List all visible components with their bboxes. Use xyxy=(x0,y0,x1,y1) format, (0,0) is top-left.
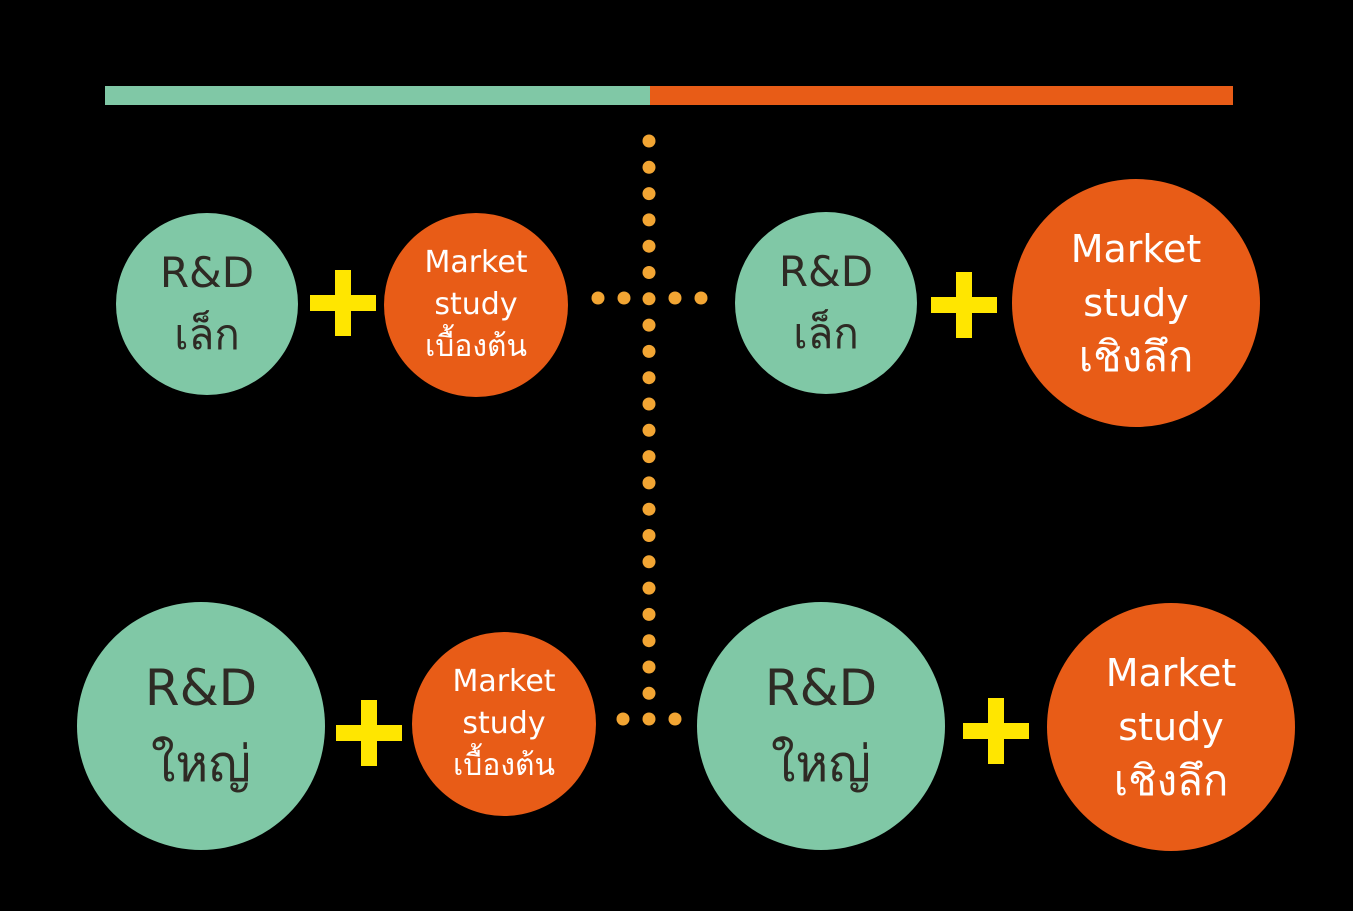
market-label: Market xyxy=(1070,227,1202,271)
rd-small-circle: R&D เล็ก xyxy=(116,213,298,395)
rd-large-circle: R&D ใหญ่ xyxy=(697,602,945,850)
study-label: study xyxy=(434,287,518,322)
market-study-basic-circle: Market study เบื้องต้น xyxy=(384,213,568,397)
divider-dot xyxy=(642,213,656,227)
divider-dot xyxy=(642,634,656,648)
top-bar-orange-segment xyxy=(650,86,1233,105)
rd-size-label: เล็ก xyxy=(174,310,240,359)
divider-dot xyxy=(642,712,656,726)
divider-dot xyxy=(642,239,656,253)
divider-dot xyxy=(642,397,656,411)
divider-dot xyxy=(668,291,682,305)
market-study-deep-circle: Market study เชิงลึก xyxy=(1012,179,1260,427)
depth-label: เชิงลึก xyxy=(1113,756,1229,805)
market-label: Market xyxy=(452,664,556,699)
divider-dot xyxy=(642,555,656,569)
divider-dot xyxy=(642,502,656,516)
divider-dot xyxy=(642,134,656,148)
rd-label: R&D xyxy=(778,247,874,296)
plus-icon xyxy=(931,272,997,338)
plus-icon xyxy=(336,700,402,766)
divider-dot xyxy=(616,712,630,726)
top-bar-teal-segment xyxy=(105,86,650,105)
divider-dot xyxy=(642,607,656,621)
divider-dot xyxy=(642,686,656,700)
divider-dot xyxy=(642,476,656,490)
divider-dot xyxy=(642,292,656,306)
study-label: study xyxy=(1118,705,1224,749)
divider-dot xyxy=(642,423,656,437)
divider-dot xyxy=(642,529,656,542)
divider-dot xyxy=(642,160,656,174)
plus-icon xyxy=(310,270,376,336)
rd-label: R&D xyxy=(764,659,878,717)
market-label: Market xyxy=(424,245,528,280)
market-label: Market xyxy=(1105,651,1237,695)
divider-dot xyxy=(642,660,656,674)
rd-large-circle: R&D ใหญ่ xyxy=(77,602,325,850)
divider-dot xyxy=(642,344,656,358)
divider-dot xyxy=(642,266,656,279)
rd-label: R&D xyxy=(144,659,258,717)
depth-label: เบื้องต้น xyxy=(453,748,555,783)
depth-label: เบื้องต้น xyxy=(425,329,527,364)
depth-label: เชิงลึก xyxy=(1078,332,1194,381)
divider-dot xyxy=(642,187,656,201)
divider-dot xyxy=(591,291,605,305)
divider-dot xyxy=(617,291,631,305)
divider-dot xyxy=(668,712,682,726)
market-study-basic-circle: Market study เบื้องต้น xyxy=(412,632,596,816)
rd-size-label: ใหญ่ xyxy=(771,735,871,793)
plus-icon xyxy=(963,698,1029,764)
market-study-deep-circle: Market study เชิงลึก xyxy=(1047,603,1295,851)
divider-dot xyxy=(642,450,656,464)
rd-label: R&D xyxy=(159,248,255,297)
divider-dot xyxy=(694,291,708,305)
divider-dot xyxy=(642,371,656,385)
rd-size-label: เล็ก xyxy=(793,309,859,358)
rd-small-circle: R&D เล็ก xyxy=(735,212,917,394)
divider-dot xyxy=(642,581,656,595)
divider-dot xyxy=(642,318,656,332)
study-label: study xyxy=(1083,281,1189,325)
study-label: study xyxy=(462,706,546,741)
rd-size-label: ใหญ่ xyxy=(151,735,251,793)
